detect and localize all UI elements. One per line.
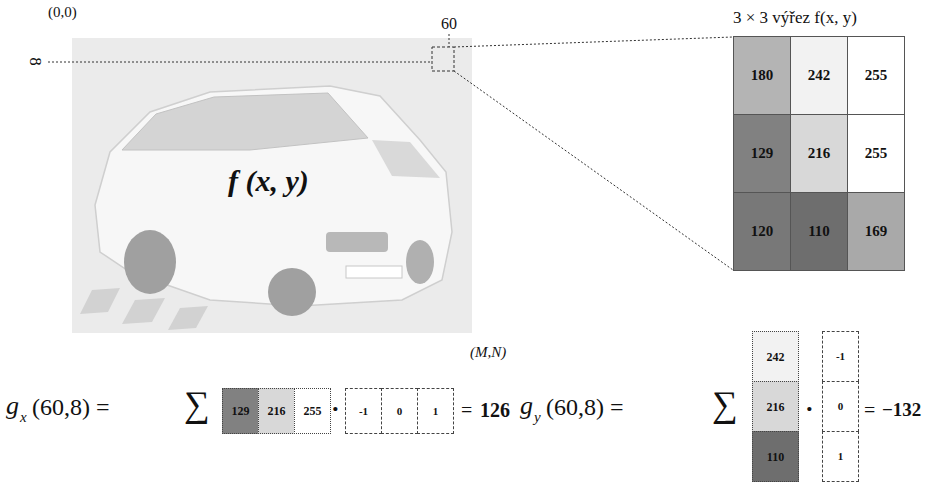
car-windshield <box>372 140 440 178</box>
heading: 3 × 3 výřez f(x, y) <box>733 9 857 26</box>
leader-line <box>454 71 733 270</box>
guide-line <box>449 34 450 47</box>
equals-sign: = <box>864 400 875 420</box>
kernel-cell: 1 <box>822 431 859 482</box>
cell-value: 216 <box>767 401 785 413</box>
cell-value: 169 <box>865 224 888 239</box>
front-wheel <box>268 268 316 316</box>
image-region: f (x, y) <box>72 38 472 333</box>
coordinate-label: 8 <box>27 57 44 66</box>
pixel-cell: 169 <box>847 192 905 271</box>
cell-value: 180 <box>751 68 774 83</box>
license-plate <box>346 266 402 278</box>
road-stripe <box>168 306 208 330</box>
origin-label: (0,0) <box>48 5 77 20</box>
cell-value: 242 <box>767 351 785 363</box>
cell-value: 129 <box>232 405 250 417</box>
pixel-cell: 255 <box>847 114 905 193</box>
kernel-cell: 0 <box>381 388 418 434</box>
window-marker <box>432 47 454 71</box>
front-wheel <box>406 240 434 284</box>
cell-value: 255 <box>865 68 888 83</box>
pixel-cell: 216 <box>790 114 848 193</box>
car-windows <box>122 93 368 150</box>
cell-value: 242 <box>808 68 831 83</box>
photo-ground <box>72 38 472 333</box>
function-args: (60,8) = <box>546 395 624 419</box>
pixel-cell: 110 <box>752 431 799 482</box>
cell-value: -1 <box>836 351 845 362</box>
car-grille <box>326 232 388 252</box>
leader-line <box>454 37 733 47</box>
kernel-cell: -1 <box>345 388 382 434</box>
kernel-cell: 1 <box>417 388 454 434</box>
pixel-cell: 129 <box>222 388 259 434</box>
kernel-cell: 0 <box>822 381 859 432</box>
cell-value: 0 <box>397 406 403 417</box>
function-name: g <box>6 393 19 419</box>
pixel-cell: 110 <box>790 192 848 271</box>
pixel-cell: 242 <box>790 36 848 115</box>
road-stripe <box>80 288 120 314</box>
sum-symbol: ∑ <box>184 386 210 422</box>
cell-value: 110 <box>767 451 784 463</box>
dot-operator: · <box>331 396 340 422</box>
guide-line <box>48 62 432 63</box>
pixel-cell: 255 <box>294 388 331 434</box>
cell-value: 216 <box>808 146 831 161</box>
corner-label: (M,N) <box>470 345 506 360</box>
coordinate-label: 60 <box>441 16 457 32</box>
pixel-cell: 255 <box>847 36 905 115</box>
result-value: −132 <box>882 400 921 419</box>
pixel-cell: 216 <box>752 381 799 432</box>
pixel-cell: 120 <box>733 192 791 271</box>
cell-value: 120 <box>751 224 774 239</box>
sum-symbol: ∑ <box>712 386 738 422</box>
result-value: 126 <box>480 400 510 420</box>
subscript: y <box>534 410 541 425</box>
cell-value: -1 <box>359 406 368 417</box>
pixel-cell: 216 <box>258 388 295 434</box>
car-photo <box>72 38 472 333</box>
kernel-cell: -1 <box>822 331 859 382</box>
cell-value: 1 <box>433 406 439 417</box>
function-args: (60,8) = <box>32 395 110 419</box>
cell-value: 1 <box>838 451 844 462</box>
cell-value: 255 <box>865 146 888 161</box>
cell-value: 255 <box>304 405 322 417</box>
pixel-cell: 242 <box>752 331 799 382</box>
cell-value: 0 <box>838 401 844 412</box>
pixel-grid: 3 × 3 výřez f(x, y)180242255129216255120… <box>733 36 905 271</box>
equals-sign: = <box>461 400 472 420</box>
cell-value: 110 <box>808 224 830 239</box>
heading: f (x, y) <box>228 166 309 196</box>
rear-wheel <box>124 230 176 294</box>
road-stripe <box>122 298 165 324</box>
function-name: g <box>520 393 533 419</box>
pixel-cell: 180 <box>733 36 791 115</box>
car-body <box>95 86 452 306</box>
cell-value: 216 <box>268 405 286 417</box>
cell-value: 129 <box>751 146 774 161</box>
pixel-cell: 129 <box>733 114 791 193</box>
subscript: x <box>20 410 27 425</box>
dot-operator: · <box>805 396 814 422</box>
